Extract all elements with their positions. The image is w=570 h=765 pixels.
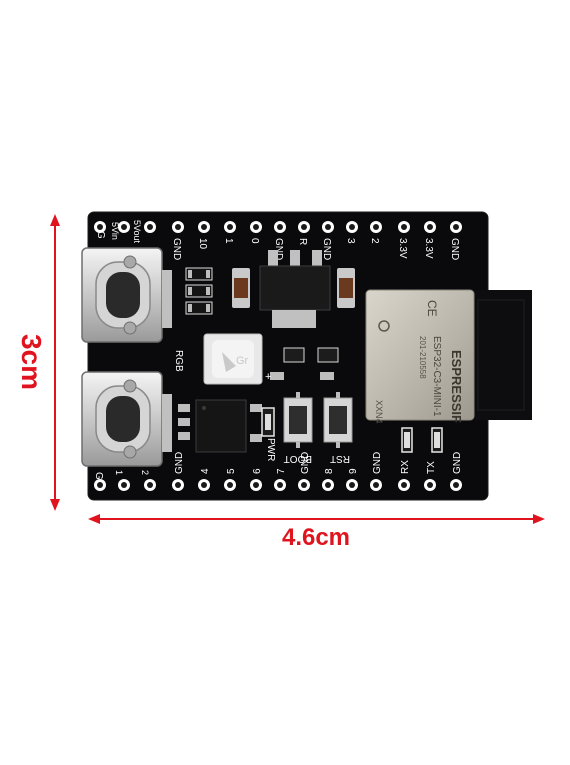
pin-hole-center xyxy=(201,224,207,230)
usb-serial-chip xyxy=(195,399,247,453)
top-pin-label: 10 xyxy=(197,238,208,250)
pin-hole-center xyxy=(427,482,433,488)
top-pin-label: 3 xyxy=(345,238,356,244)
label-5vout: 5Vout xyxy=(132,220,142,244)
rst-label: RST xyxy=(330,453,350,464)
label-5vin: 5Vin xyxy=(110,222,120,240)
pin-hole-center xyxy=(301,224,307,230)
label-g-top: G xyxy=(95,231,106,239)
pin-hole-center xyxy=(277,224,283,230)
rst-button xyxy=(323,392,353,448)
pin-hole-center xyxy=(97,224,103,230)
bottom-pin-label: TX xyxy=(426,461,437,474)
usb-c-port-bottom xyxy=(81,371,172,467)
top-pin-label: 3.3V xyxy=(397,238,408,259)
top-pin-label: GND xyxy=(449,238,460,260)
pin-hole-center xyxy=(453,224,459,230)
bottom-pin-label: GND xyxy=(372,452,383,474)
module-line1: ESPRESSIF xyxy=(449,350,464,423)
pwr-label: PWR xyxy=(265,438,276,461)
boot-label: BOOT xyxy=(284,453,312,464)
corner-labels: G 5Vin 5Vout G 1 2 xyxy=(93,220,150,480)
top-pin-label: GND xyxy=(171,238,182,260)
top-pin-label: GND xyxy=(321,238,332,260)
bottom-pin-header xyxy=(94,479,462,491)
pin-hole-center xyxy=(401,224,407,230)
top-pin-label: 0 xyxy=(249,238,260,244)
top-pin-label: GND xyxy=(273,238,284,260)
bottom-pin-label: 4 xyxy=(200,468,211,474)
pin-hole-center xyxy=(147,224,153,230)
pin-hole-center xyxy=(121,224,127,230)
bottom-pin-label: GND xyxy=(300,452,311,474)
capacitor-right xyxy=(337,268,355,308)
pin-hole-center xyxy=(349,224,355,230)
pin-hole-center xyxy=(175,482,181,488)
module-line3: 201-210558 xyxy=(418,336,427,379)
rgb-led-text: Gr xyxy=(236,355,249,367)
rx-led xyxy=(401,427,413,453)
bottom-pin-label: 6 xyxy=(252,468,263,474)
width-label: 4.6cm xyxy=(282,524,350,551)
top-pin-label: 1 xyxy=(223,238,234,244)
pin-hole-center xyxy=(253,224,259,230)
pin-hole-center xyxy=(325,482,331,488)
pin-hole-center xyxy=(301,482,307,488)
bottom-pin-label: GND xyxy=(174,452,185,474)
bottom-pin-label: 8 xyxy=(324,468,335,474)
pin-hole-center xyxy=(349,482,355,488)
label-2: 2 xyxy=(140,470,150,475)
rgb-led: Gr xyxy=(203,333,263,385)
voltage-regulator xyxy=(259,250,331,328)
boot-button xyxy=(283,392,313,448)
pin-hole-center xyxy=(453,482,459,488)
top-pin-label: R xyxy=(297,238,308,245)
svg-text:+: + xyxy=(265,371,271,383)
label-1: 1 xyxy=(114,470,124,475)
module-ce-mark: CE xyxy=(425,300,439,317)
module-line2: ESP32-C3-MINI-1 xyxy=(431,336,442,417)
esp32-c3-module: CE ESPRESSIF ESP32-C3-MINI-1 201-210558 … xyxy=(365,289,475,424)
pin-hole-center xyxy=(175,224,181,230)
pin-hole-center xyxy=(147,482,153,488)
pin-hole-center xyxy=(427,224,433,230)
label-g-bottom: G xyxy=(93,472,104,480)
top-pin-label: 2 xyxy=(369,238,380,244)
bottom-pin-label: 5 xyxy=(226,468,237,474)
pin-hole-center xyxy=(373,224,379,230)
rgb-label: RGB xyxy=(173,350,184,372)
module-antenna xyxy=(470,290,532,420)
bottom-pin-label: 9 xyxy=(348,468,359,474)
bottom-pin-label: RX xyxy=(400,460,411,474)
capacitor-left xyxy=(232,268,250,308)
height-label: 3cm xyxy=(16,334,47,390)
pwr-led xyxy=(261,407,275,437)
pin-hole-center xyxy=(373,482,379,488)
pin-hole-center xyxy=(277,482,283,488)
pin-hole-center xyxy=(97,482,103,488)
width-dimension: 4.6cm xyxy=(88,514,545,551)
tx-led xyxy=(431,427,443,453)
transistor-cluster: + xyxy=(265,347,339,383)
top-pin-header xyxy=(94,221,462,233)
bottom-pin-label: 7 xyxy=(276,468,287,474)
pin-hole-center xyxy=(253,482,259,488)
bottom-pin-labels: GND 4 5 6 7 GND 8 9 GND RX TX GND xyxy=(174,452,463,474)
top-pin-label: 3.3V xyxy=(423,238,434,259)
pin-hole-center xyxy=(201,482,207,488)
pin-hole-center xyxy=(325,224,331,230)
pin-hole-center xyxy=(401,482,407,488)
usb-c-port-top xyxy=(81,247,172,343)
height-dimension: 3cm xyxy=(16,214,60,511)
usb-resistors xyxy=(185,267,213,315)
pin-hole-center xyxy=(121,482,127,488)
module-marking: XXN4 xyxy=(374,400,384,424)
chip-passives xyxy=(178,404,262,442)
pin-hole-center xyxy=(227,482,233,488)
bottom-pin-label: GND xyxy=(452,452,463,474)
pin-hole-center xyxy=(227,224,233,230)
